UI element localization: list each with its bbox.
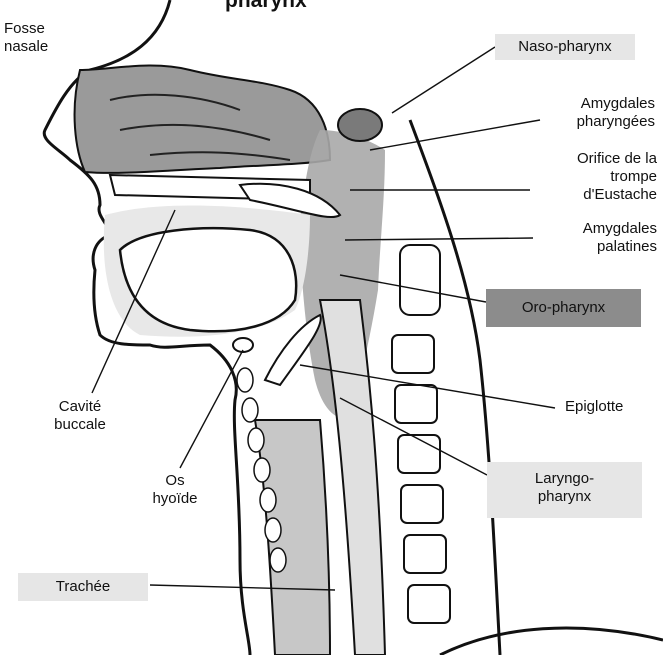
label-cavite-buccale: Cavité buccale [40, 398, 120, 434]
label-oro-pharynx: Oro-pharynx [486, 289, 641, 327]
nasal-cavity-shape [75, 66, 330, 173]
leader-naso-pharynx [392, 47, 495, 113]
label-amygdales-pharyngees: Amygdales pharyngées [520, 95, 655, 131]
leader-amygdales-pharyngees [370, 120, 540, 150]
pharyngeal-tonsil [338, 109, 382, 141]
label-naso-pharynx: Naso-pharynx [495, 34, 635, 60]
diagram-title: pharynx [225, 0, 307, 13]
label-orifice-trompe: Orifice de la trompe d'Eustache [510, 150, 657, 204]
vertebral-column [392, 245, 450, 623]
hyoid-bone [233, 338, 253, 352]
label-amygdales-palatines: Amygdales palatines [520, 220, 657, 256]
label-os-hyoide: Os hyoïde [135, 472, 215, 508]
label-trachee: Trachée [18, 573, 148, 601]
label-epiglotte: Epiglotte [565, 398, 623, 416]
shoulder-curve [440, 628, 663, 655]
label-laryngo-pharynx: Laryngo- pharynx [487, 462, 642, 518]
label-fosse-nasale: Fosse nasale [4, 20, 48, 56]
